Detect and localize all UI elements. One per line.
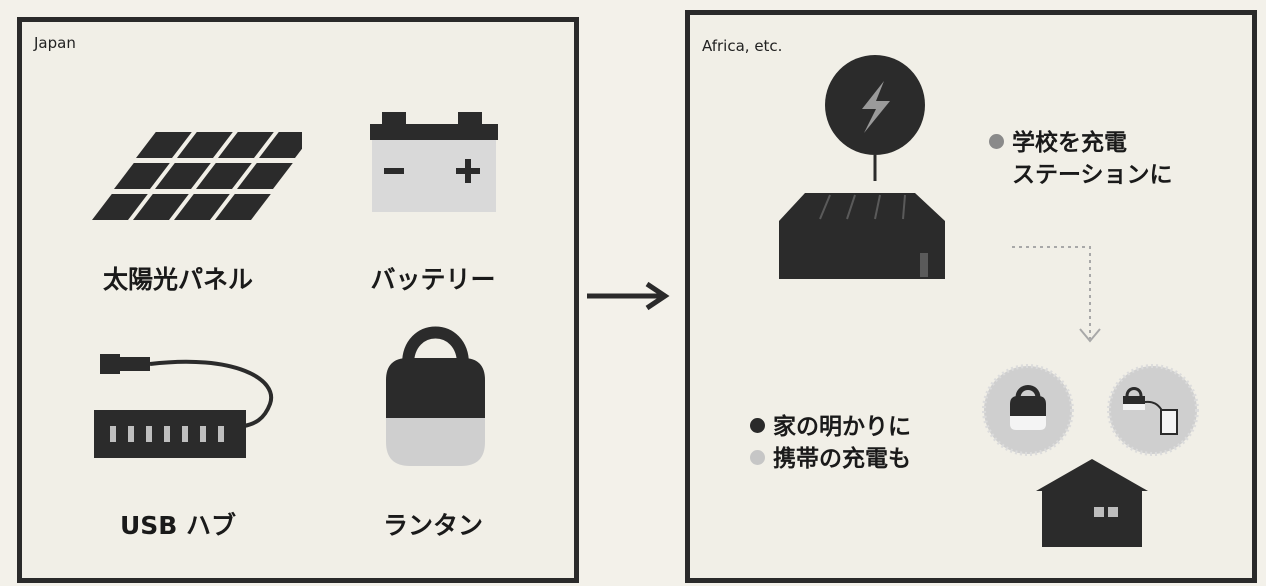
usb-port	[218, 426, 224, 442]
item-label-lantern: ランタン	[382, 511, 484, 540]
phone-charge-note-text: 携帯の充電も	[773, 446, 911, 472]
solar-cell	[114, 163, 170, 189]
home-light-note: 家の明かりに	[750, 411, 911, 443]
solar-cell	[133, 194, 189, 220]
lantern-circle-icon	[982, 364, 1074, 456]
usb-port	[110, 426, 116, 442]
right-arrow-icon	[587, 281, 670, 311]
phone-charging-circle-icon	[1107, 364, 1199, 456]
region-label-japan: Japan	[34, 34, 76, 52]
africa-panel: Africa, etc. 学校を充電 ステーションに	[685, 10, 1257, 583]
item-label-usb-hub: USB ハブ	[119, 511, 237, 540]
usb-port	[200, 426, 206, 442]
bullet-dot-icon	[750, 450, 765, 465]
dotted-connector-arrow	[1012, 246, 1101, 343]
solar-cell	[237, 163, 293, 189]
solar-cell	[218, 132, 274, 158]
solar-cell	[155, 163, 211, 189]
japan-panel: Japan 太陽光パネル バッテリー USB ハブ ランタン	[17, 17, 579, 583]
school-building-icon	[779, 193, 945, 279]
house-icon	[1036, 459, 1148, 547]
usb-port	[182, 426, 188, 442]
battery-icon	[370, 112, 498, 212]
solar-cell	[259, 132, 302, 158]
item-label-solar-panel: 太陽光パネル	[102, 265, 254, 294]
school-note-line2: ステーションに	[1012, 162, 1173, 188]
solar-panel-icon	[92, 132, 302, 220]
school-charging-note: 学校を充電 ステーションに	[989, 127, 1173, 191]
solar-cell	[92, 194, 148, 220]
region-label-africa: Africa, etc.	[702, 37, 783, 55]
home-light-note-text: 家の明かりに	[773, 414, 911, 440]
usb-port	[128, 426, 134, 442]
home-notes: 家の明かりに 携帯の充電も	[750, 411, 911, 475]
item-label-battery: バッテリー	[370, 265, 496, 294]
solar-cell	[177, 132, 233, 158]
usb-port	[164, 426, 170, 442]
solar-cell	[174, 194, 230, 220]
solar-cell	[215, 194, 271, 220]
phone-charge-note: 携帯の充電も	[750, 443, 911, 475]
charging-lightning-icon	[825, 55, 925, 181]
usb-hub-icon	[94, 354, 274, 458]
bullet-dot-icon	[989, 134, 1004, 149]
solar-cell	[136, 132, 192, 158]
school-note-line1: 学校を充電	[1012, 130, 1127, 156]
solar-cell	[196, 163, 252, 189]
usb-port	[146, 426, 152, 442]
bullet-dot-icon	[750, 418, 765, 433]
lantern-icon	[386, 326, 485, 466]
